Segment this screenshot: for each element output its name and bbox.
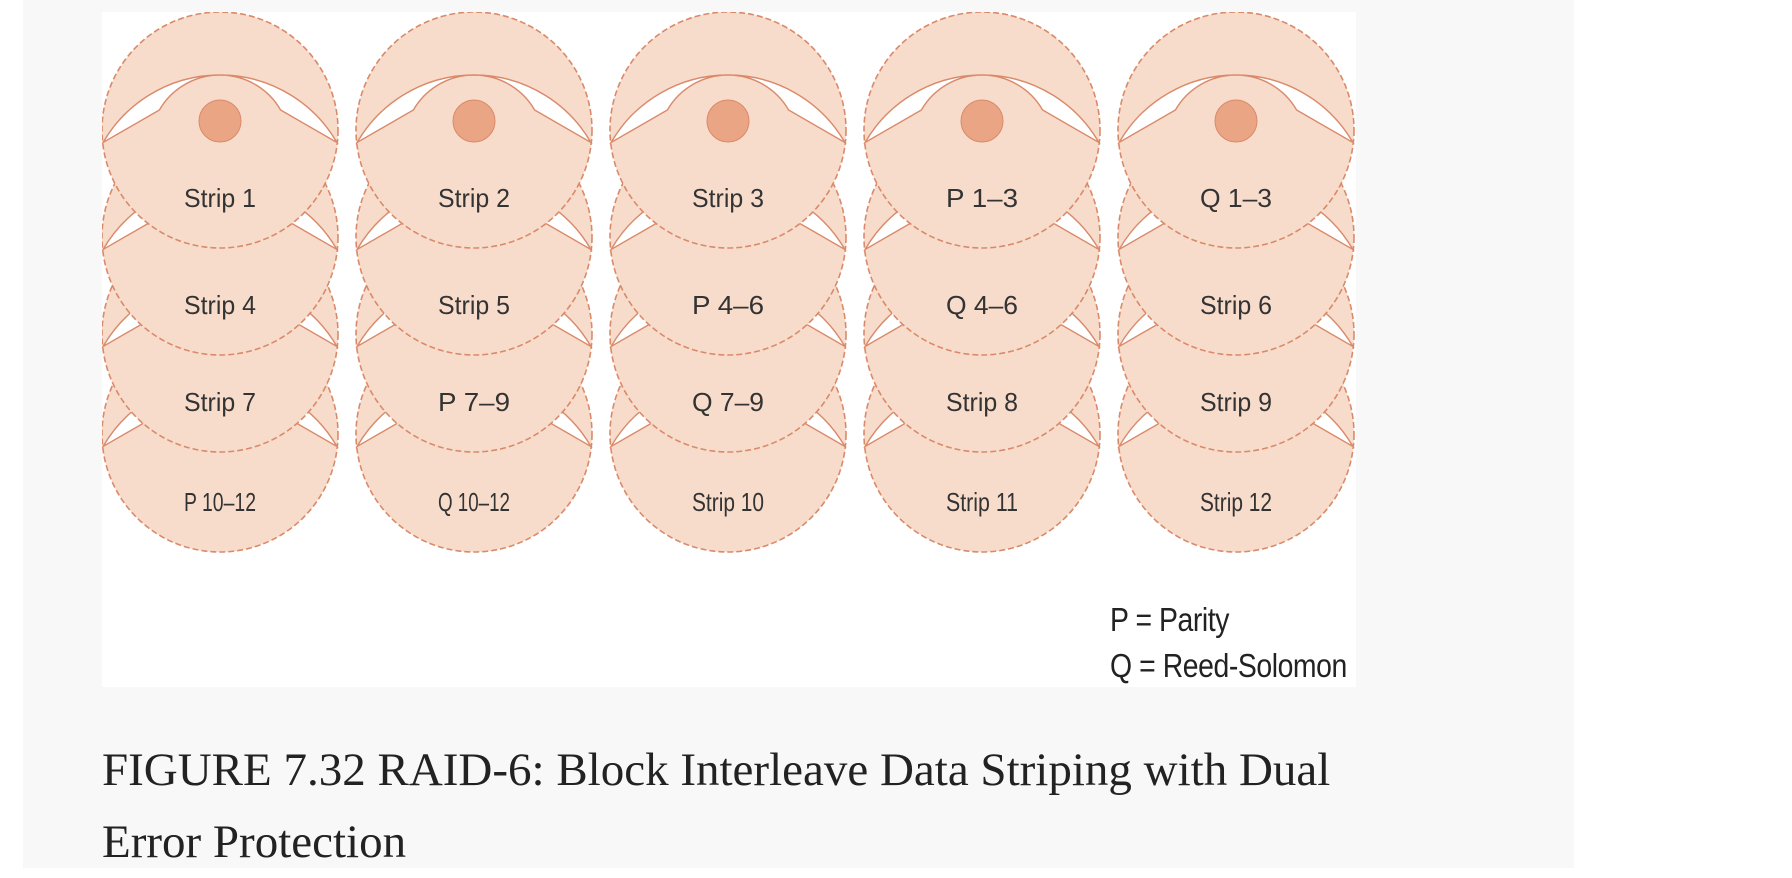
spindle-hub [198,99,242,143]
platter: Strip 1 [102,12,339,249]
legend-parity: P = Parity [1110,601,1230,638]
strip-label: Strip 1 [184,183,256,213]
spindle-hub [706,99,750,143]
strip-label: P 10–12 [184,487,256,517]
strip-sector [355,74,593,145]
legend-reed-solomon: Q = Reed-Solomon [1110,647,1347,684]
disk-1: P 10–12 Strip 7 Strip 4 Strip 1 [102,12,339,553]
strip-label: Strip 4 [184,290,256,320]
strip-sector [102,74,339,145]
disk-3: Strip 10 Q 7–9 P 4–6 Strip 3 [609,12,847,553]
strip-label: Strip 9 [1200,387,1272,417]
spindle-hub [452,99,496,143]
strip-label: Strip 6 [1200,290,1272,320]
strip-label: P 7–9 [438,387,510,417]
disk-4: Strip 11 Strip 8 Q 4–6 P 1–3 [863,12,1101,553]
disk-2: Q 10–12 P 7–9 Strip 5 Strip 2 [355,12,593,553]
platter: P 1–3 [863,12,1101,249]
strip-label: Q 1–3 [1200,183,1272,213]
raid6-figure: P 10–12 Strip 7 Strip 4 Strip 1 Q 10–12 P 7–9… [102,12,1356,687]
platter: Q 1–3 [1117,12,1355,249]
strip-label: Q 7–9 [692,387,764,417]
spindle-hub [960,99,1004,143]
strip-sector [1117,74,1355,145]
strip-label: P 1–3 [946,183,1018,213]
strip-label: Q 4–6 [946,290,1018,320]
spindle-hub [1214,99,1258,143]
legend: P = Parity Q = Reed-Solomon [1110,597,1347,689]
strip-label: Strip 7 [184,387,256,417]
strip-sector [609,74,847,145]
strip-label: Q 10–12 [438,487,510,517]
platter: Strip 2 [355,12,593,249]
strip-label: Strip 3 [692,183,764,213]
strip-label: Strip 8 [946,387,1018,417]
strip-label: Strip 2 [438,183,510,213]
strip-label: Strip 12 [1200,487,1272,517]
strip-label: Strip 11 [946,487,1018,517]
strip-label: P 4–6 [692,290,764,320]
disk-5: Strip 12 Strip 9 Strip 6 Q 1–3 [1117,12,1355,553]
strip-label: Strip 10 [692,487,764,517]
figure-caption: FIGURE 7.32 RAID-6: Block Interleave Dat… [102,744,1331,868]
disk-array-diagram: P 10–12 Strip 7 Strip 4 Strip 1 Q 10–12 P 7–9… [102,12,1355,553]
strip-sector [863,74,1101,145]
strip-label: Strip 5 [438,290,510,320]
platter: Strip 3 [609,12,847,249]
